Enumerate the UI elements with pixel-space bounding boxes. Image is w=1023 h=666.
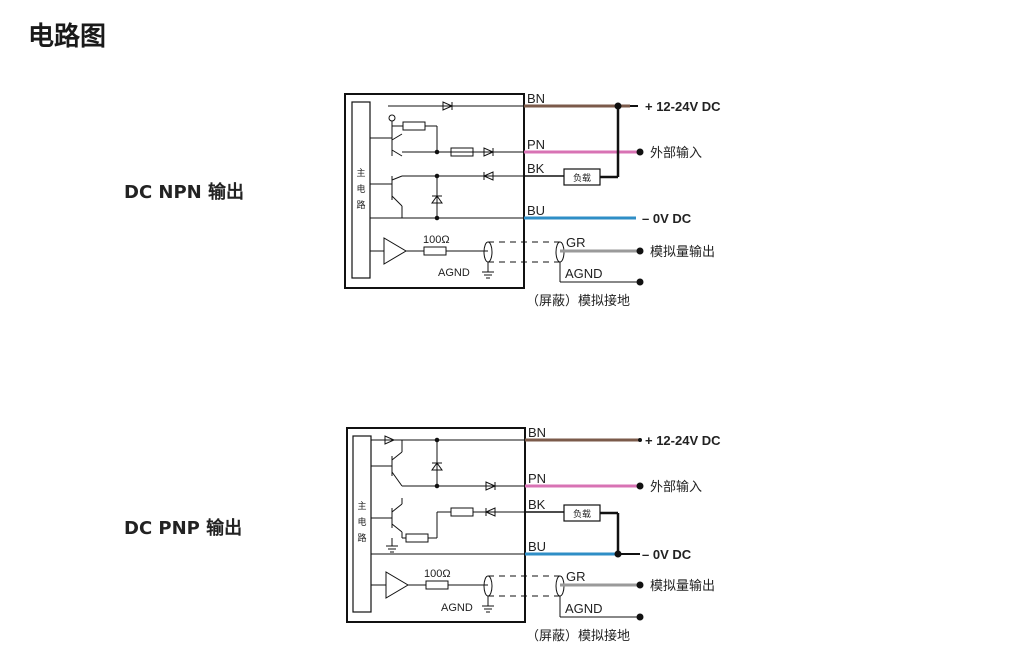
npn-shield-ground-terminal: （屏蔽）模拟接地 xyxy=(526,293,630,309)
sensor-body-box xyxy=(344,93,525,289)
main-circuit-char-3: 路 xyxy=(356,199,365,211)
npn-bk-label: BK xyxy=(527,161,545,176)
main-circuit-char-1: 主 xyxy=(356,167,365,179)
sensor-body-box xyxy=(346,427,526,623)
page-title: 电路图 xyxy=(28,22,107,52)
pnp-zero-terminal: – 0V DC xyxy=(642,547,692,562)
main-circuit-block xyxy=(351,101,371,279)
pnp-external-input-terminal: 外部输入 xyxy=(650,479,702,495)
npn-bu-label: BU xyxy=(527,203,545,218)
pnp-pn-label: PN xyxy=(528,471,546,486)
npn-supply-terminal: + 12-24V DC xyxy=(645,99,721,114)
pnp-bu-label: BU xyxy=(528,539,546,554)
pnp-agnd-outer: AGND xyxy=(565,601,603,616)
npn-internal-circuit xyxy=(370,101,565,282)
npn-agnd-inner: AGND xyxy=(438,267,470,279)
pnp-resistor-label: 100Ω xyxy=(424,568,451,580)
npn-gr-label: GR xyxy=(566,235,586,250)
npn-agnd-outer: AGND xyxy=(565,266,603,281)
pnp-gr-label: GR xyxy=(566,569,586,584)
pnp-bn-label: BN xyxy=(528,425,546,440)
npn-pn-label: PN xyxy=(527,137,545,152)
npn-bn-label: BN xyxy=(527,91,545,106)
npn-section-label: DC NPN 输出 xyxy=(124,182,245,203)
pnp-bk-label: BK xyxy=(528,497,546,512)
npn-resistor-label: 100Ω xyxy=(423,234,450,246)
pnp-internal-circuit xyxy=(371,435,565,617)
npn-load-label: 负载 xyxy=(573,172,591,184)
main-circuit-char-2: 电 xyxy=(356,183,365,195)
pnp-shield-ground-terminal: （屏蔽）模拟接地 xyxy=(526,628,630,644)
npn-external-input-terminal: 外部输入 xyxy=(650,145,702,161)
pnp-section-label: DC PNP 输出 xyxy=(124,518,243,539)
npn-circuit-diagram: 主 电 路 xyxy=(344,91,721,309)
npn-analog-output-terminal: 模拟量输出 xyxy=(650,244,715,260)
main-circuit-char-1: 主 xyxy=(357,500,366,512)
main-circuit-char-2: 电 xyxy=(357,516,366,528)
npn-zero-terminal: – 0V DC xyxy=(642,211,692,226)
pnp-analog-output-terminal: 模拟量输出 xyxy=(650,578,715,594)
pnp-supply-terminal: + 12-24V DC xyxy=(645,433,721,448)
pnp-agnd-inner: AGND xyxy=(441,602,473,614)
main-circuit-block xyxy=(352,435,372,613)
main-circuit-char-3: 路 xyxy=(357,532,366,544)
pnp-circuit-diagram: 主 电 路 xyxy=(346,425,721,644)
pnp-load-label: 负载 xyxy=(573,508,591,520)
